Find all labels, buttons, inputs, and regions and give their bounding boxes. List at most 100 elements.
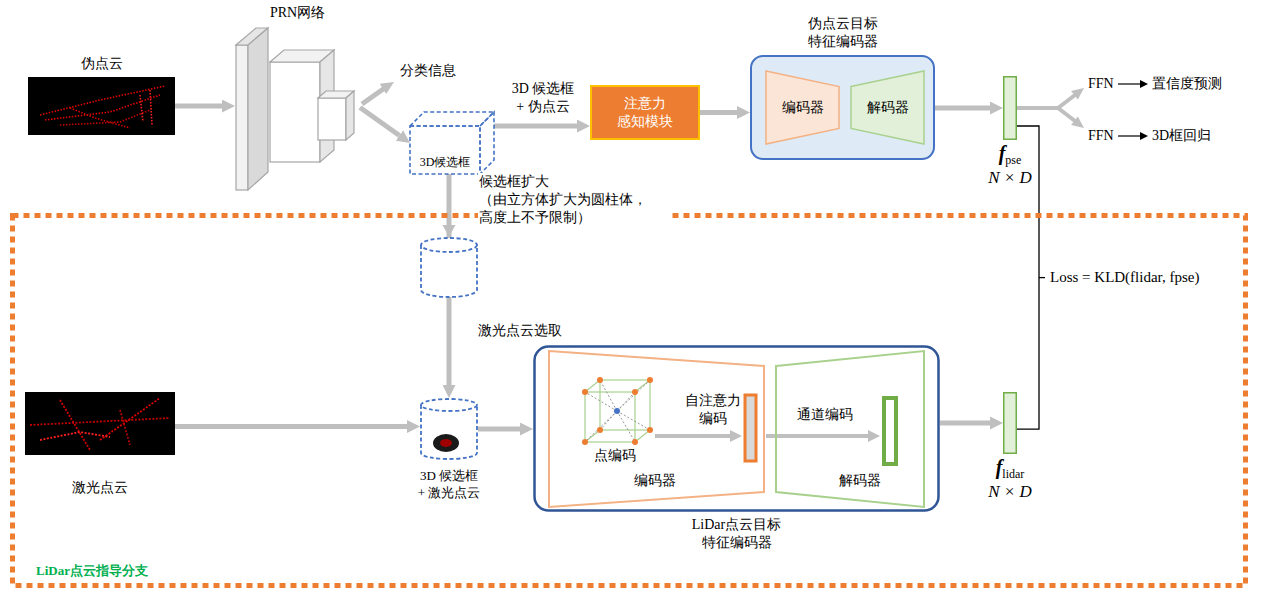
feature-encoder-box-outline [535,347,939,511]
prn-network-illustration [236,28,354,190]
layer-box [270,62,320,162]
arrow-head [1071,116,1084,128]
node-label: 解码器 [867,98,909,116]
point-trace [40,86,165,115]
edge-label: Loss = KLD(flidar, fpse) [1049,268,1201,288]
proposal-cylinder: 3D 候选框 + 激光点云 [420,398,478,460]
attention-module: 注意力 感知模块 [590,85,700,140]
bracket-tick [1039,277,1045,278]
point-trace [120,410,130,445]
point-dot [582,439,588,445]
proposal-cube-outline [480,112,494,174]
text-label: 分类信息 [400,62,456,80]
arrow-line [362,89,384,105]
arrow-head [1071,88,1084,100]
feature-label: flidarN × D [988,456,1032,501]
point-trace [70,108,130,128]
node-outline [1003,76,1017,140]
decoder-trapezoid: 通道编码解码器 [775,350,925,508]
point-trace [100,398,160,440]
encoder-trapezoid: 点编码自注意力 编码编码器 [548,350,765,508]
flow-arrow [940,421,990,426]
arrow-head [868,430,880,442]
flow-arrow [175,424,407,429]
node-title: 伪点云 [81,55,123,73]
image-ground [25,392,175,455]
arrow-line [655,434,731,438]
decoder-trapezoid-outline [851,71,924,144]
encoder-trapezoid-outline [549,351,764,507]
network-node: PRN网络 [235,25,360,190]
node-outline [1003,392,1017,454]
point-dots [582,377,653,445]
node-label: 通道编码 [790,406,860,424]
text-label: FFN [1088,75,1114,93]
point-trace [30,418,170,425]
proposal-cube-outline [410,126,480,174]
point-blob [433,434,459,452]
feature-symbol: lidar [1002,467,1024,481]
feature-encoder-box: 点编码自注意力 编码编码器通道编码解码器LiDar点云目标 特征编码器 [533,345,940,512]
proposal-cylinder-outline [421,399,477,411]
classification-arrow [362,82,394,104]
point-trace [60,400,90,450]
arrow-head [380,82,394,94]
lidar-point-cloud-image [25,392,175,455]
layer-slab [236,45,248,190]
flow-arrow [360,108,399,136]
image-ground [28,77,175,135]
text-label: 3D框回归 [1152,127,1211,145]
flow-arrow [935,106,990,111]
point-dot [647,377,653,383]
point-dot [597,377,603,383]
arrow-line [1058,108,1075,121]
pseudo-point-cloud-image [28,77,175,135]
cylinder-top [421,238,477,252]
image-node: 伪点云 [28,77,175,135]
dimension-label: N × D [988,482,1032,502]
wire-cube [600,380,650,430]
arrow-line [1058,95,1075,108]
node-label: 编码器 [782,98,824,116]
node-title: LiDar点云目标 特征编码器 [687,516,787,552]
feature-symbol: pse [1005,153,1021,167]
arrow-line [1017,106,1058,110]
feature-encoder-box: 编码器解码器伪点云目标 特征编码器 [750,55,935,160]
arrow-line [1118,135,1141,136]
flow-arrow [175,104,222,109]
decoded-feature-bar [884,398,896,464]
edge-label: 候选框扩大（由立方体扩大为圆柱体，高度上不予限制） [478,173,670,228]
decoder-trapezoid-outline [776,351,924,507]
layer-box [318,98,346,140]
node-label: 3D候选框 [410,155,480,171]
node-label: LiDar点云指导分支 [36,563,148,580]
node-outline [590,85,700,140]
point-dot [632,439,638,445]
node-outline [10,213,1248,588]
selected-points-blob [433,434,459,452]
attention-module-outline [591,86,699,139]
flow-arrow [700,110,737,115]
flow-arrow [494,124,577,129]
expanded-cylinder [421,225,477,297]
point-trace [60,110,150,125]
text-label: FFN [1088,127,1114,145]
node-title: 激光点云 [72,479,128,497]
layer-box [346,91,354,140]
head-arrows [1017,80,1148,140]
flow-arrow [478,427,520,432]
dimension-label: N × D [988,168,1032,188]
point-dot [597,427,603,433]
arrow-line [766,434,869,438]
branch-region: 激光点云 3D 候选框 + 激光点云 点编码自注意力 编码编码器通道编码解码器 LiD… [10,213,1248,588]
text-label: 置信度预测 [1152,75,1222,93]
feature-symbol: f [996,456,1003,478]
node-title: 伪点云目标 特征编码器 [797,15,889,51]
feature-vector-outline [1004,393,1017,454]
node-label: 自注意力 编码 [683,392,743,428]
feature-vector: flidarN × D [1003,392,1017,454]
feature-vector-outline [1004,77,1017,140]
encoder-trapezoid-outline [766,71,839,144]
